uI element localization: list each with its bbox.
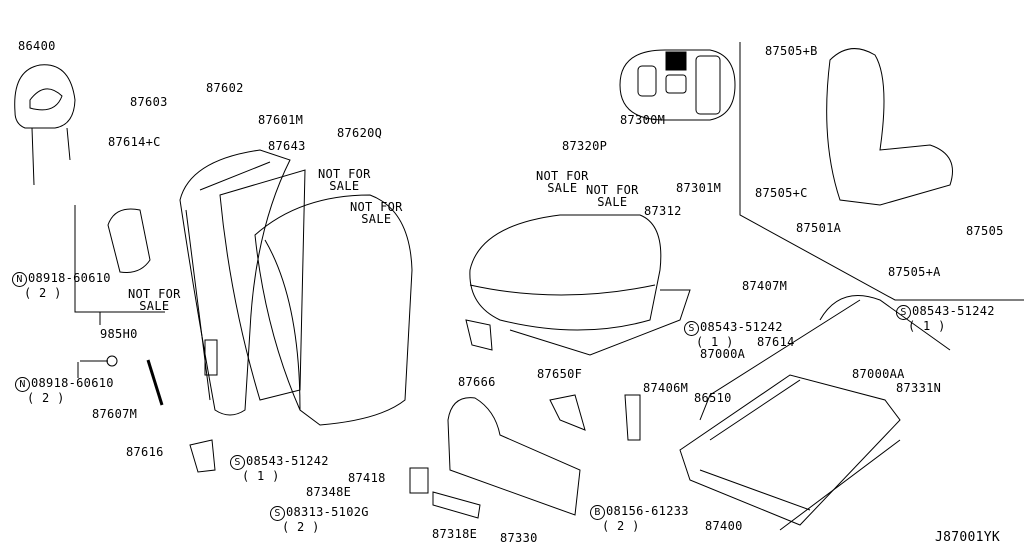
- part-label-87400: 87400: [705, 519, 743, 533]
- part-label-87601m: 87601M: [258, 113, 304, 127]
- fastener-number: 08543-51242: [700, 320, 783, 334]
- part-label-87505: 87505: [966, 224, 1004, 238]
- finisher-drawing: [447, 397, 581, 516]
- airbag-drawing: [107, 208, 151, 273]
- fastener-number: 08543-51242: [912, 304, 995, 318]
- vehicle-position-icon: [619, 49, 736, 121]
- diagram-code: J87001YK: [935, 530, 1001, 545]
- part-label-87650f: 87650F: [537, 367, 583, 381]
- fastener-qty: ( 1 ): [242, 469, 280, 483]
- part-label-86510: 86510: [694, 391, 732, 405]
- part-label-87000a: 87000A: [700, 347, 746, 361]
- part-label-87348e: 87348E: [306, 485, 352, 499]
- cushion-drawing: [469, 214, 662, 331]
- part-label-87643: 87643: [268, 139, 306, 153]
- part-label-87300m: 87300M: [620, 113, 666, 127]
- part-label-87331n: 87331N: [896, 381, 942, 395]
- back-frame-drawing: [179, 149, 291, 416]
- not-for-sale-note: NOT FOR SALE: [128, 287, 181, 313]
- fastener-qty: ( 2 ): [27, 391, 65, 405]
- fastener-symbol: B: [590, 505, 605, 520]
- part-label-87000aa: 87000AA: [852, 367, 905, 381]
- part-label-87418: 87418: [348, 471, 386, 485]
- cushion-frame-drawing: [509, 289, 691, 356]
- part-label-87406m: 87406M: [643, 381, 689, 395]
- fastener-symbol: N: [15, 377, 30, 392]
- part-label-87312: 87312: [644, 204, 682, 218]
- fastener-symbol: S: [896, 305, 911, 320]
- fastener-qty: ( 1 ): [696, 335, 734, 349]
- fastener-number: 08918-60610: [31, 376, 114, 390]
- headrest-drawing: [14, 64, 76, 129]
- part-label-87318e: 87318E: [432, 527, 478, 541]
- fastener-symbol: S: [270, 506, 285, 521]
- not-for-sale-note: NOT FOR SALE: [318, 167, 371, 193]
- back-pad-drawing: [219, 169, 306, 401]
- part-label-87666: 87666: [458, 375, 496, 389]
- fastener-symbol: S: [684, 321, 699, 336]
- part-label-87407m: 87407M: [742, 279, 788, 293]
- part-label-87301m: 87301M: [676, 181, 722, 195]
- fastener-qty: ( 2 ): [282, 520, 320, 534]
- part-label-87505-c: 87505+C: [755, 186, 808, 200]
- part-label-87602: 87602: [206, 81, 244, 95]
- fastener-symbol: N: [12, 272, 27, 287]
- fastener-number: 08156-61233: [606, 504, 689, 518]
- fastener-number: 08543-51242: [246, 454, 329, 468]
- not-for-sale-note: NOT FOR SALE: [536, 169, 589, 195]
- part-label-985h0: 985H0: [100, 327, 138, 341]
- fastener-number: 08918-60610: [28, 271, 111, 285]
- part-label-87505-a: 87505+A: [888, 265, 941, 279]
- part-label-87603: 87603: [130, 95, 168, 109]
- part-label-87607m: 87607M: [92, 407, 138, 421]
- part-label-87616: 87616: [126, 445, 164, 459]
- not-for-sale-note: NOT FOR SALE: [350, 200, 403, 226]
- part-label-87330: 87330: [500, 531, 538, 545]
- fastener-qty: ( 2 ): [602, 519, 640, 533]
- fastener-qty: ( 1 ): [908, 319, 946, 333]
- not-for-sale-note: NOT FOR SALE: [586, 183, 639, 209]
- part-label-86400: 86400: [18, 39, 56, 53]
- part-label-87505-b: 87505+B: [765, 44, 818, 58]
- complete-seat-drawing: [826, 48, 953, 206]
- part-label-87620q: 87620Q: [337, 126, 383, 140]
- fastener-number: 08313-5102G: [286, 505, 369, 519]
- fastener-symbol: S: [230, 455, 245, 470]
- part-label-87614: 87614: [757, 335, 795, 349]
- part-label-87320p: 87320P: [562, 139, 608, 153]
- adjuster-drawing: [679, 374, 901, 526]
- back-trim-drawing: [254, 194, 413, 426]
- part-label-87614-c: 87614+C: [108, 135, 161, 149]
- fastener-qty: ( 2 ): [24, 286, 62, 300]
- part-label-87501a: 87501A: [796, 221, 842, 235]
